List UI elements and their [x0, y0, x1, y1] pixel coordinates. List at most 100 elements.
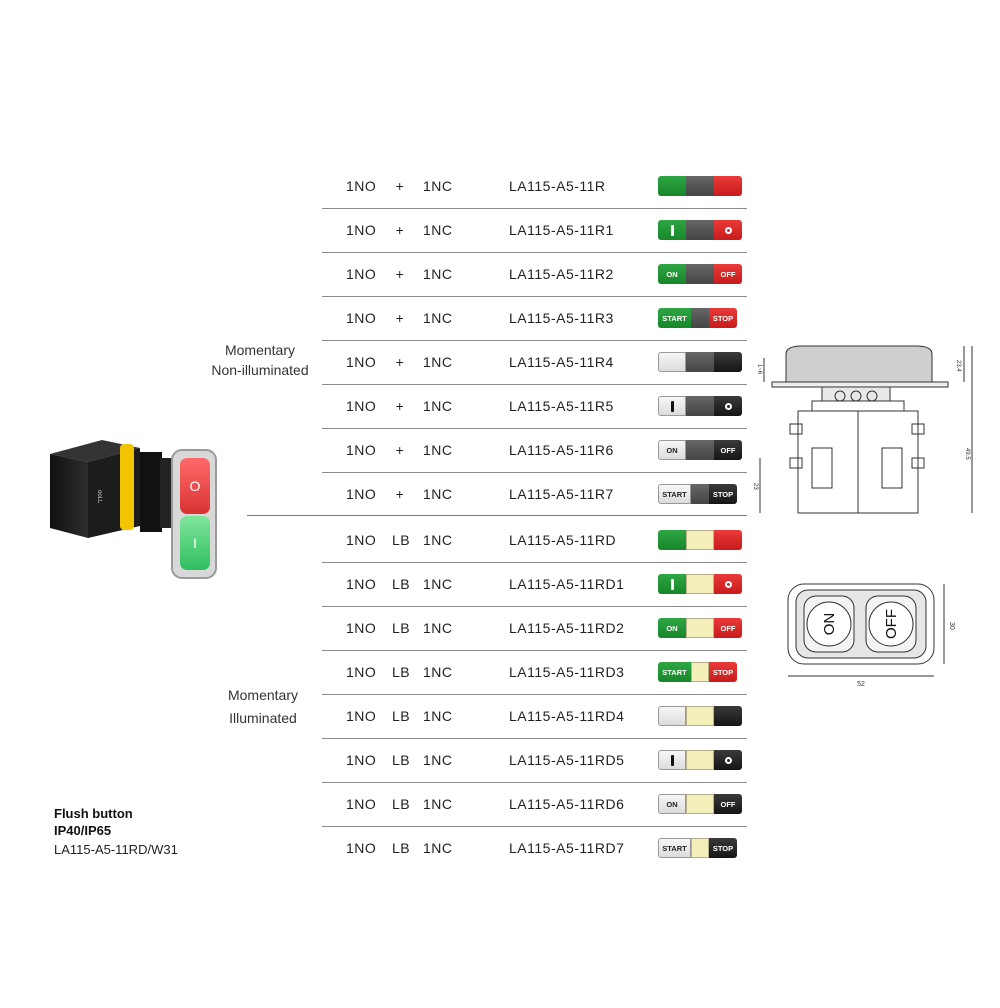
- swatch-left: [658, 352, 686, 372]
- contact-connector: +: [395, 222, 405, 238]
- contact-nc: 1NC: [423, 708, 453, 724]
- model-number: LA115-A5-11RD5: [509, 752, 625, 768]
- swatch-right: [714, 574, 742, 594]
- bar-symbol-icon: [670, 578, 674, 590]
- dim-body: 23: [752, 483, 758, 490]
- swatch-right: OFF: [714, 440, 742, 460]
- bar-symbol-icon: [670, 400, 674, 412]
- ring-symbol-icon: [724, 580, 732, 588]
- swatch-on-label: ON: [666, 799, 678, 809]
- model-number: LA115-A5-11RD7: [509, 840, 625, 856]
- contact-connector: +: [395, 178, 405, 194]
- contact-block-top: [50, 440, 140, 462]
- side-view-drawing: 1~6 23 23.4 49.5: [752, 345, 973, 514]
- contact-nc: 1NC: [423, 664, 453, 680]
- contact-connector: LB: [392, 620, 411, 636]
- swatch-off-label: STOP: [712, 667, 734, 677]
- contact-no: 1NO: [346, 486, 377, 502]
- swatch-off-label: OFF: [720, 623, 736, 633]
- dim-height: 30: [948, 622, 955, 630]
- contact-nc: 1NC: [423, 532, 453, 548]
- contact-connector: LB: [392, 840, 411, 856]
- front-view-drawing: ON OFF 52 30: [787, 583, 955, 688]
- dim-width: 52: [857, 681, 865, 688]
- swatch-middle: [686, 618, 714, 638]
- contact-nc: 1NC: [423, 266, 453, 282]
- button-color-swatch: [658, 706, 742, 726]
- swatch-middle: [691, 484, 709, 504]
- group-label-line1: Momentary: [224, 342, 296, 358]
- swatch-right: [714, 176, 742, 196]
- flush-model: LA115-A5-11RD/W31: [54, 842, 178, 857]
- contact-no: 1NO: [346, 398, 377, 414]
- swatch-left: ON: [658, 794, 686, 814]
- contact-no: 1NO: [346, 620, 377, 636]
- swatch-left: ON: [658, 264, 686, 284]
- swatch-middle: [686, 396, 714, 416]
- swatch-right: STOP: [709, 662, 737, 682]
- swatch-right: STOP: [709, 484, 737, 504]
- group-divider: [247, 515, 747, 516]
- group-label-non-illuminated: Momentary Non-illuminated: [200, 340, 320, 380]
- button-color-swatch: [658, 530, 742, 550]
- swatch-on-label: ON: [666, 269, 678, 279]
- swatch-left: [658, 396, 686, 416]
- swatch-on-label: START: [662, 489, 687, 499]
- contact-nc: 1NC: [423, 354, 453, 370]
- contact-nc: 1NC: [423, 486, 453, 502]
- model-number: LA115-A5-11RD6: [509, 796, 625, 812]
- contact-no: 1NO: [346, 708, 377, 724]
- swatch-middle: [691, 308, 709, 328]
- dim-total: 49.5: [964, 448, 970, 460]
- swatch-middle: [686, 574, 714, 594]
- contact-nc: 1NC: [423, 752, 453, 768]
- contact-nc: 1NC: [423, 222, 453, 238]
- ring-symbol-icon: [724, 226, 732, 234]
- bar-symbol-icon: [670, 224, 674, 236]
- contact-connector: LB: [392, 796, 411, 812]
- swatch-middle: [686, 794, 714, 814]
- contact-no: 1NO: [346, 840, 377, 856]
- swatch-middle: [686, 440, 714, 460]
- yellow-clip: [120, 444, 134, 530]
- swatch-left: START: [658, 484, 691, 504]
- flush-title: Flush button: [54, 806, 133, 821]
- contact-connector: +: [395, 442, 405, 458]
- model-number: LA115-A5-11R3: [509, 310, 614, 326]
- contact-connector: +: [395, 486, 405, 502]
- contact-no: 1NO: [346, 266, 377, 282]
- swatch-left: [658, 706, 686, 726]
- swatch-right: STOP: [709, 838, 737, 858]
- swatch-right: [714, 396, 742, 416]
- contact-connector: LB: [392, 708, 411, 724]
- group-label-line2: Non-illuminated: [211, 362, 309, 378]
- contact-nc: 1NC: [423, 178, 453, 194]
- swatch-right: [714, 706, 742, 726]
- swatch-left: START: [658, 838, 691, 858]
- button-color-swatch: [658, 352, 742, 372]
- swatch-right: OFF: [714, 618, 742, 638]
- swatch-on-label: START: [662, 313, 687, 323]
- contact-no: 1NO: [346, 752, 377, 768]
- swatch-off-label: STOP: [712, 489, 734, 499]
- ring-symbol-icon: [724, 756, 732, 764]
- swatch-right: [714, 220, 742, 240]
- group-label-illuminated: Momentary Illuminated: [208, 684, 318, 730]
- swatch-middle: [686, 706, 714, 726]
- product-photo: ooLL O I: [50, 440, 217, 579]
- contact-nc: 1NC: [423, 796, 453, 812]
- bar-symbol-icon: [670, 754, 674, 766]
- contact-connector: +: [395, 310, 405, 326]
- dim-head: 23.4: [955, 360, 961, 372]
- swatch-left: ON: [658, 440, 686, 460]
